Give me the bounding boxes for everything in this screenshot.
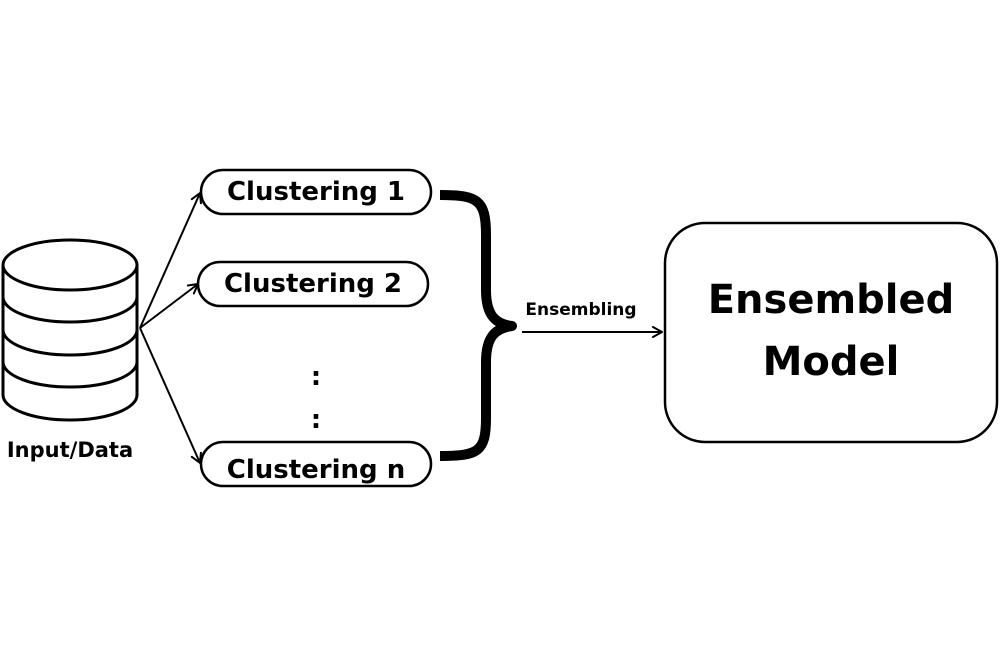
arrow-to-clustering-2 xyxy=(139,283,199,329)
input-data-label: Input/Data xyxy=(7,438,133,462)
clustering-2-label: Clustering 2 xyxy=(224,269,402,299)
arrow-to-clustering-1 xyxy=(139,192,202,329)
ellipsis-lower: : xyxy=(311,405,321,435)
clustering-node-1: Clustering 1 xyxy=(199,168,433,216)
ellipsis-upper: : xyxy=(311,362,321,392)
database-icon xyxy=(1,238,139,422)
input-arrows xyxy=(139,192,202,464)
ensembled-model-line-2: Model xyxy=(763,339,900,385)
ensembling-label: Ensembling xyxy=(525,300,636,320)
clustering-node-n: Clustering n xyxy=(199,440,433,488)
clustering-1-label: Clustering 1 xyxy=(227,177,405,207)
arrow-to-clustering-n xyxy=(139,327,202,464)
clustering-node-2: Clustering 2 xyxy=(196,260,430,308)
ensembled-model-node: Ensembled Model xyxy=(663,221,999,444)
curly-brace xyxy=(439,190,517,461)
clustering-n-label: Clustering n xyxy=(227,455,405,485)
ensembled-model-line-1: Ensembled xyxy=(708,277,955,323)
